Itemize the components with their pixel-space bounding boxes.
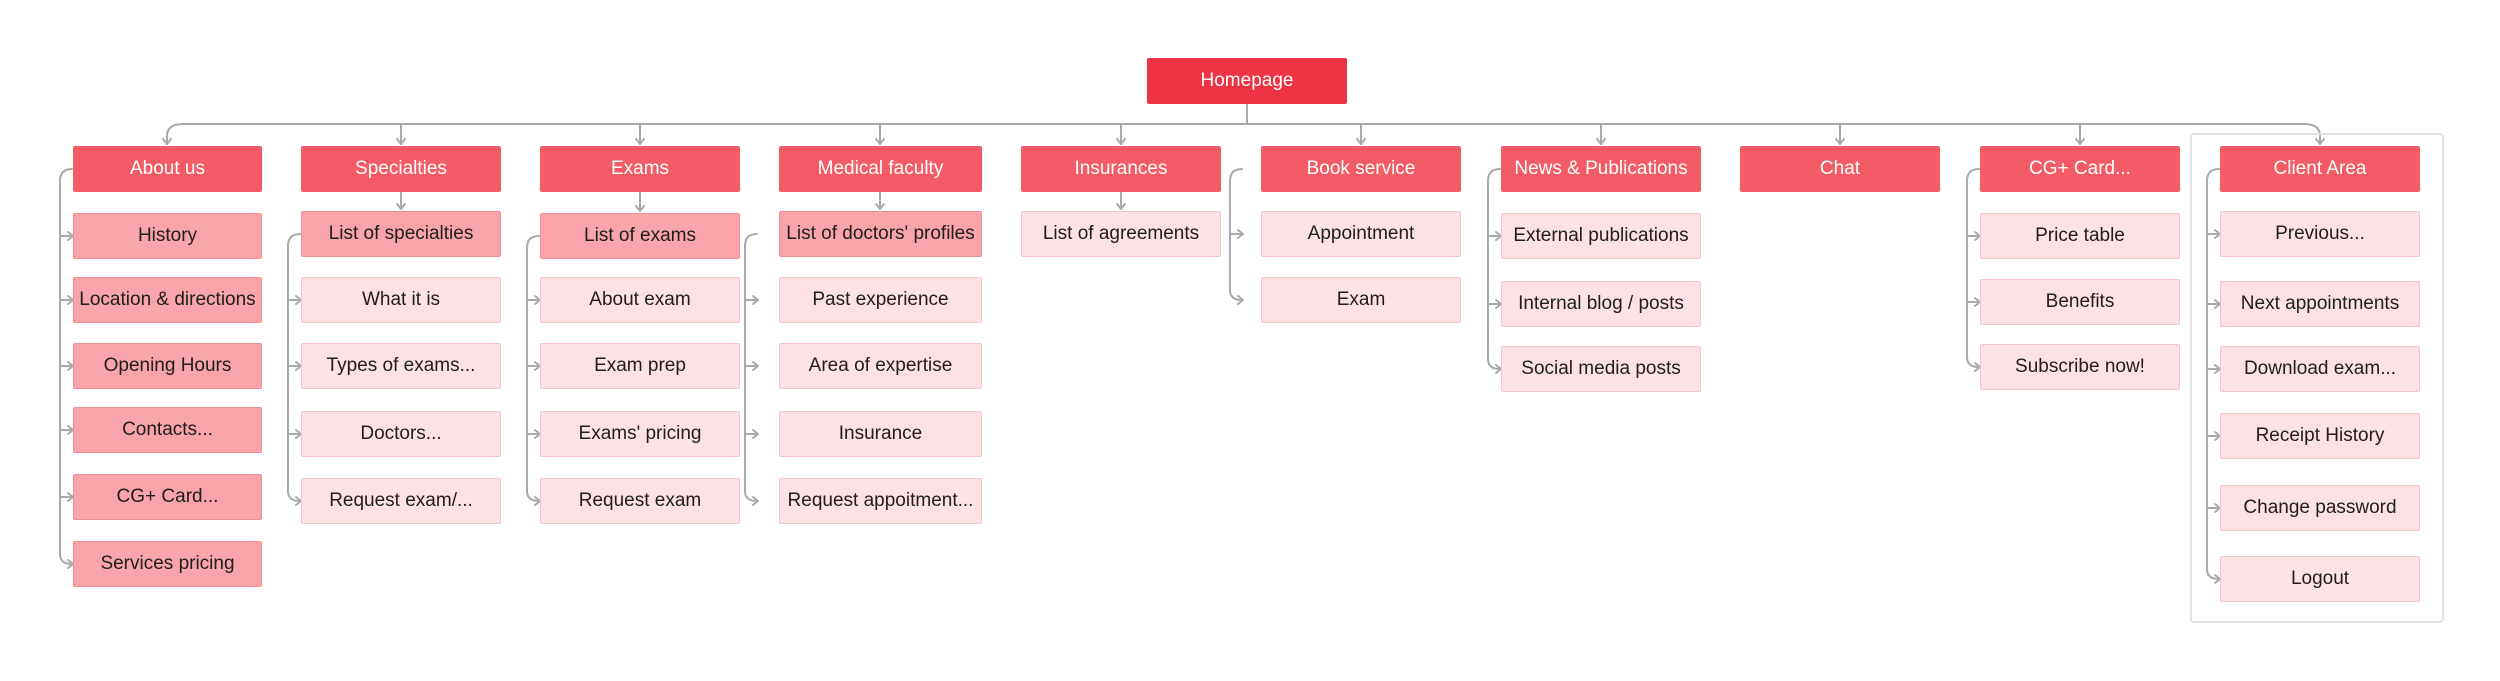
connector-section: [166, 123, 184, 145]
node-insurance[interactable]: Insurance: [779, 411, 982, 457]
arrowhead: [752, 429, 759, 439]
node-contacts[interactable]: Contacts...: [73, 407, 262, 453]
node-previous[interactable]: Previous...: [2220, 211, 2420, 257]
arrowhead: [1596, 138, 1606, 145]
section-client-area[interactable]: Client Area: [2220, 146, 2420, 192]
node-exam-prep[interactable]: Exam prep: [540, 343, 740, 389]
section-medical-faculty[interactable]: Medical faculty: [779, 146, 982, 192]
connector-exams-trunk: [526, 235, 540, 502]
node-homepage[interactable]: Homepage: [1147, 58, 1347, 104]
arrowhead: [875, 203, 885, 210]
arrowhead: [162, 138, 172, 145]
node-request-appointment[interactable]: Request appoitment...: [779, 478, 982, 524]
node-services-pricing[interactable]: Services pricing: [73, 541, 262, 587]
arrowhead: [752, 361, 759, 371]
node-past-experience[interactable]: Past experience: [779, 277, 982, 323]
section-book-service[interactable]: Book service: [1261, 146, 1461, 192]
node-history[interactable]: History: [73, 213, 262, 259]
node-logout[interactable]: Logout: [2220, 556, 2420, 602]
connector-faculty-trunk: [744, 233, 758, 502]
node-benefits[interactable]: Benefits: [1980, 279, 2180, 325]
node-internal-blog-posts[interactable]: Internal blog / posts: [1501, 281, 1701, 327]
section-insurances[interactable]: Insurances: [1021, 146, 1221, 192]
section-chat[interactable]: Chat: [1740, 146, 1940, 192]
arrowhead: [635, 205, 645, 212]
connector-cgcard-trunk: [1966, 168, 1980, 368]
node-cg-card-about[interactable]: CG+ Card...: [73, 474, 262, 520]
node-types-of-exams[interactable]: Types of exams...: [301, 343, 501, 389]
arrowhead: [1116, 138, 1126, 145]
arrowhead: [396, 203, 406, 210]
node-price-table[interactable]: Price table: [1980, 213, 2180, 259]
arrowhead: [1835, 138, 1845, 145]
arrowhead: [752, 496, 759, 506]
node-about-exam[interactable]: About exam: [540, 277, 740, 323]
node-next-appointments[interactable]: Next appointments: [2220, 281, 2420, 327]
connector-about-trunk: [59, 168, 73, 565]
arrowhead: [2075, 138, 2085, 145]
arrowhead: [635, 138, 645, 145]
connector-spec-trunk: [287, 233, 301, 502]
node-list-of-exams[interactable]: List of exams: [540, 213, 740, 259]
node-exams-pricing[interactable]: Exams' pricing: [540, 411, 740, 457]
arrowhead: [1237, 295, 1244, 305]
node-location-directions[interactable]: Location & directions: [73, 277, 262, 323]
node-doctors[interactable]: Doctors...: [301, 411, 501, 457]
section-cg-card[interactable]: CG+ Card...: [1980, 146, 2180, 192]
section-specialties[interactable]: Specialties: [301, 146, 501, 192]
connector-news-trunk: [1487, 168, 1501, 370]
node-download-exam[interactable]: Download exam...: [2220, 346, 2420, 392]
node-list-of-doctors-profiles[interactable]: List of doctors' profiles: [779, 211, 982, 257]
section-exams[interactable]: Exams: [540, 146, 740, 192]
node-area-of-expertise[interactable]: Area of expertise: [779, 343, 982, 389]
client-area-frame: [2190, 133, 2444, 623]
node-exam-booking[interactable]: Exam: [1261, 277, 1461, 323]
node-opening-hours[interactable]: Opening Hours: [73, 343, 262, 389]
node-external-publications[interactable]: External publications: [1501, 213, 1701, 259]
node-request-exam[interactable]: Request exam: [540, 478, 740, 524]
node-subscribe-now[interactable]: Subscribe now!: [1980, 344, 2180, 390]
arrowhead: [875, 138, 885, 145]
section-news-publications[interactable]: News & Publications: [1501, 146, 1701, 192]
node-receipt-history[interactable]: Receipt History: [2220, 413, 2420, 459]
node-what-it-is[interactable]: What it is: [301, 277, 501, 323]
section-about-us[interactable]: About us: [73, 146, 262, 192]
node-request-exam-specialties[interactable]: Request exam/...: [301, 478, 501, 524]
arrowhead: [1116, 203, 1126, 210]
arrowhead: [1356, 138, 1366, 145]
arrowhead: [752, 295, 759, 305]
node-change-password[interactable]: Change password: [2220, 485, 2420, 531]
node-list-of-specialties[interactable]: List of specialties: [301, 211, 501, 257]
arrowhead: [1237, 229, 1244, 239]
node-social-media-posts[interactable]: Social media posts: [1501, 346, 1701, 392]
node-list-of-agreements[interactable]: List of agreements: [1021, 211, 1221, 257]
connector-book-trunk: [1229, 168, 1243, 301]
arrowhead: [396, 138, 406, 145]
node-appointment[interactable]: Appointment: [1261, 211, 1461, 257]
